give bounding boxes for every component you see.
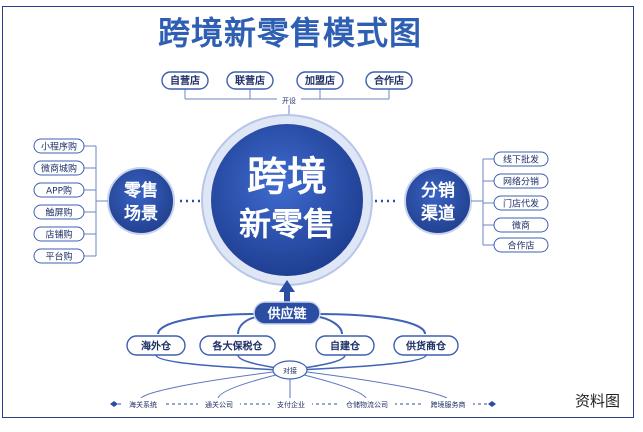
center-hub: 跨境 新零售 (201, 114, 373, 286)
warehouse-pill: 各大保税仓 (199, 335, 276, 356)
channel-label: 门店代发 (503, 198, 539, 210)
channel-pill: 合作店 (493, 237, 549, 253)
left-hub-line2: 场景 (124, 204, 158, 224)
partner-label: 跨境服务商 (431, 400, 466, 409)
channel-pill: 微商 (493, 217, 549, 233)
warehouse-label: 供货商仓 (405, 340, 447, 353)
warehouse-pill: 自建仓 (315, 335, 375, 356)
store-pill: 自营店 (161, 71, 209, 90)
partner-label: 支付企业 (277, 400, 305, 409)
warehouse-label: 自建仓 (330, 340, 361, 353)
partner-connectors (140, 371, 448, 399)
center-title-line2: 新零售 (239, 205, 335, 243)
scene-label: 微商城购 (41, 163, 77, 175)
warehouse-list: 海外仓 各大保税仓 自建仓 供货商仓 (126, 335, 459, 356)
supply-arrow-icon (279, 280, 295, 302)
connect-badge: 对接 (272, 360, 308, 380)
left-hub-line1: 零售 (123, 180, 158, 201)
warehouse-label: 各大保税仓 (212, 340, 264, 353)
distribution-channel-list: 线下批发 网络分销 门店代发 微商 合作店 (493, 151, 549, 253)
scene-pill: 店铺购 (33, 226, 85, 242)
channel-pill: 网络分销 (493, 173, 549, 189)
partner-label: 通关公司 (205, 400, 233, 409)
store-label: 自营店 (170, 74, 200, 87)
warehouse-pill: 海外仓 (126, 335, 186, 356)
store-label: 联营店 (235, 74, 265, 87)
baseline-end-marker (488, 401, 496, 407)
right-hub-line2: 渠道 (420, 203, 455, 224)
scene-pill: 触屏购 (33, 204, 85, 220)
open-label-bg (277, 94, 301, 105)
connect-label: 对接 (283, 366, 297, 375)
right-hub-connectors (471, 158, 494, 246)
top-stores: 自营店 联营店 加盟店 合作店 (161, 71, 413, 90)
scene-label: 店铺购 (45, 229, 72, 241)
channel-label: 线下批发 (503, 154, 539, 166)
scene-label: 小程序购 (41, 141, 77, 153)
scene-pill: 微商城购 (33, 160, 85, 176)
channel-pill: 线下批发 (493, 151, 549, 167)
warehouse-label: 海外仓 (141, 340, 172, 353)
store-pill: 加盟店 (296, 71, 344, 90)
scene-pill: APP购 (33, 182, 85, 198)
warehouse-pill: 供货商仓 (393, 335, 459, 356)
baseline-start-marker (110, 401, 118, 407)
scene-label: 平台购 (45, 251, 72, 263)
partner-label: 仓储物流公司 (346, 400, 388, 409)
image-caption: 资料图 (575, 392, 621, 410)
channel-label: 网络分销 (503, 176, 539, 188)
partner-label: 海关系统 (129, 400, 157, 409)
supply-chain-badge: 供应链 (253, 301, 321, 325)
retail-scene-list: 小程序购 微商城购 APP购 触屏购 店铺购 平台购 (33, 138, 85, 264)
store-pill: 合作店 (365, 71, 413, 90)
diagram-title: 跨境新零售模式图 (158, 14, 422, 52)
scene-label: APP购 (46, 185, 72, 197)
image-frame (2, 6, 634, 418)
supply-chain-label: 供应链 (266, 306, 307, 322)
channel-pill: 门店代发 (493, 195, 549, 211)
left-hub: 零售 场景 (107, 167, 175, 235)
right-hub-line1: 分销 (421, 180, 455, 201)
scene-pill: 小程序购 (33, 138, 85, 154)
scene-pill: 平台购 (33, 248, 85, 264)
store-pill: 联营店 (226, 71, 274, 90)
partner-list: 海关系统 通关公司 支付企业 仓储物流公司 跨境服务商 (122, 398, 473, 410)
right-hub: 分销 渠道 (404, 167, 472, 235)
channel-label: 微商 (512, 220, 530, 232)
open-label: 开设 (282, 96, 296, 105)
store-label: 合作店 (373, 74, 404, 87)
channel-label: 合作店 (507, 240, 534, 252)
left-hub-connectors (84, 145, 108, 257)
scene-label: 触屏购 (45, 207, 72, 219)
center-title-line1: 跨境 (247, 154, 327, 200)
store-label: 加盟店 (304, 74, 335, 87)
